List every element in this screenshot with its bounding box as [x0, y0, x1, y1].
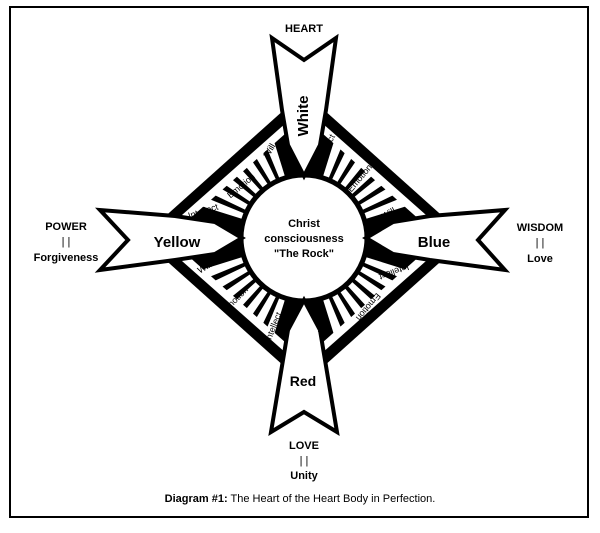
ray-wedge-3 [347, 281, 374, 308]
bottom-arrow [268, 295, 340, 436]
ray-wedge-18 [244, 158, 269, 189]
right-arrow [362, 207, 511, 273]
separator-left: | | [61, 236, 71, 248]
separator-bottom: | | [299, 455, 309, 467]
ray-wedge-11 [224, 273, 255, 298]
ray-wedge-1 [359, 265, 395, 288]
ray-wedge-5 [331, 293, 354, 329]
ray-wedge-21 [322, 136, 343, 179]
label-power: POWER [45, 221, 87, 233]
ray-label-bottom-right-will: Will [316, 318, 330, 335]
ray-wedge-23 [339, 158, 364, 189]
ray-wedge-26 [359, 188, 395, 211]
caption-prefix: Diagram #1: [164, 493, 228, 505]
ray-wedge-17 [234, 168, 261, 195]
label-unity: Unity [290, 470, 318, 482]
ray-wedge-27 [363, 199, 406, 220]
center-line-3: "The Rock" [274, 248, 334, 260]
ray-wedge-7 [265, 297, 286, 340]
label-wisdom: WISDOM [516, 222, 564, 234]
ray-wedge-22 [331, 147, 354, 183]
color-label-yellow: Yellow [154, 234, 201, 251]
ray-wedge-19 [254, 147, 277, 183]
ray-wedge-16 [224, 178, 255, 203]
ray-wedge-6 [322, 297, 343, 340]
label-forgiveness: Forgiveness [33, 252, 99, 264]
left-arrow [94, 207, 246, 273]
center-line-2: consciousness [264, 233, 343, 245]
ray-wedge-20 [265, 136, 286, 179]
ray-wedge-8 [254, 293, 277, 329]
ray-wedge-14 [202, 199, 245, 220]
ray-wedge-15 [213, 188, 249, 211]
ray-wedge-12 [213, 265, 249, 288]
color-label-blue: Blue [418, 234, 451, 251]
top-arrow [269, 33, 339, 181]
diamond-rays [202, 136, 406, 340]
label-love-bottom: LOVE [289, 440, 319, 452]
color-label-white: White [295, 96, 312, 137]
label-heart: HEART [285, 23, 323, 35]
diagram-caption: Diagram #1: The Heart of the Heart Body … [0, 493, 600, 505]
ray-wedge-10 [234, 281, 261, 308]
ray-wedge-2 [353, 273, 384, 298]
ray-wedge-0 [363, 256, 406, 277]
label-love-right: Love [527, 253, 553, 265]
ray-wedge-4 [339, 287, 364, 318]
color-label-red: Red [290, 373, 316, 389]
separator-right: | | [535, 237, 545, 249]
caption-text: The Heart of the Heart Body in Perfectio… [230, 493, 436, 505]
ray-wedge-13 [202, 256, 245, 277]
ray-wedge-25 [353, 178, 384, 203]
ray-wedge-24 [347, 168, 374, 195]
ray-wedge-9 [244, 287, 269, 318]
direction-arrows [94, 33, 511, 436]
center-line-1: Christ [288, 218, 320, 230]
